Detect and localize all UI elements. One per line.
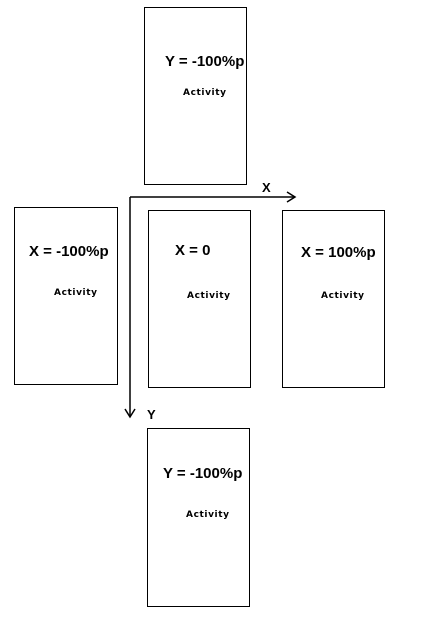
panel-center-caption: Activity — [187, 291, 231, 301]
y-axis-label: Y — [147, 407, 156, 422]
panel-bottom — [147, 428, 250, 607]
panel-bottom-position-label: Y = -100%p — [163, 465, 243, 482]
panel-top-position-label: Y = -100%p — [165, 53, 245, 70]
panel-center-position-label: X = 0 — [175, 242, 211, 259]
panel-right-position-label: X = 100%p — [301, 244, 376, 261]
panel-top-caption: Activity — [183, 88, 227, 98]
panel-right — [282, 210, 385, 388]
panel-bottom-caption: Activity — [186, 510, 230, 520]
y-axis-arrowhead — [124, 408, 136, 419]
panel-left-position-label: X = -100%p — [29, 243, 109, 260]
x-axis-label: X — [262, 180, 271, 195]
panel-center — [148, 210, 251, 388]
panel-top — [144, 7, 247, 185]
panel-right-caption: Activity — [321, 291, 365, 301]
x-axis-arrowhead — [286, 191, 297, 203]
panel-left — [14, 207, 118, 385]
panel-left-caption: Activity — [54, 288, 98, 298]
